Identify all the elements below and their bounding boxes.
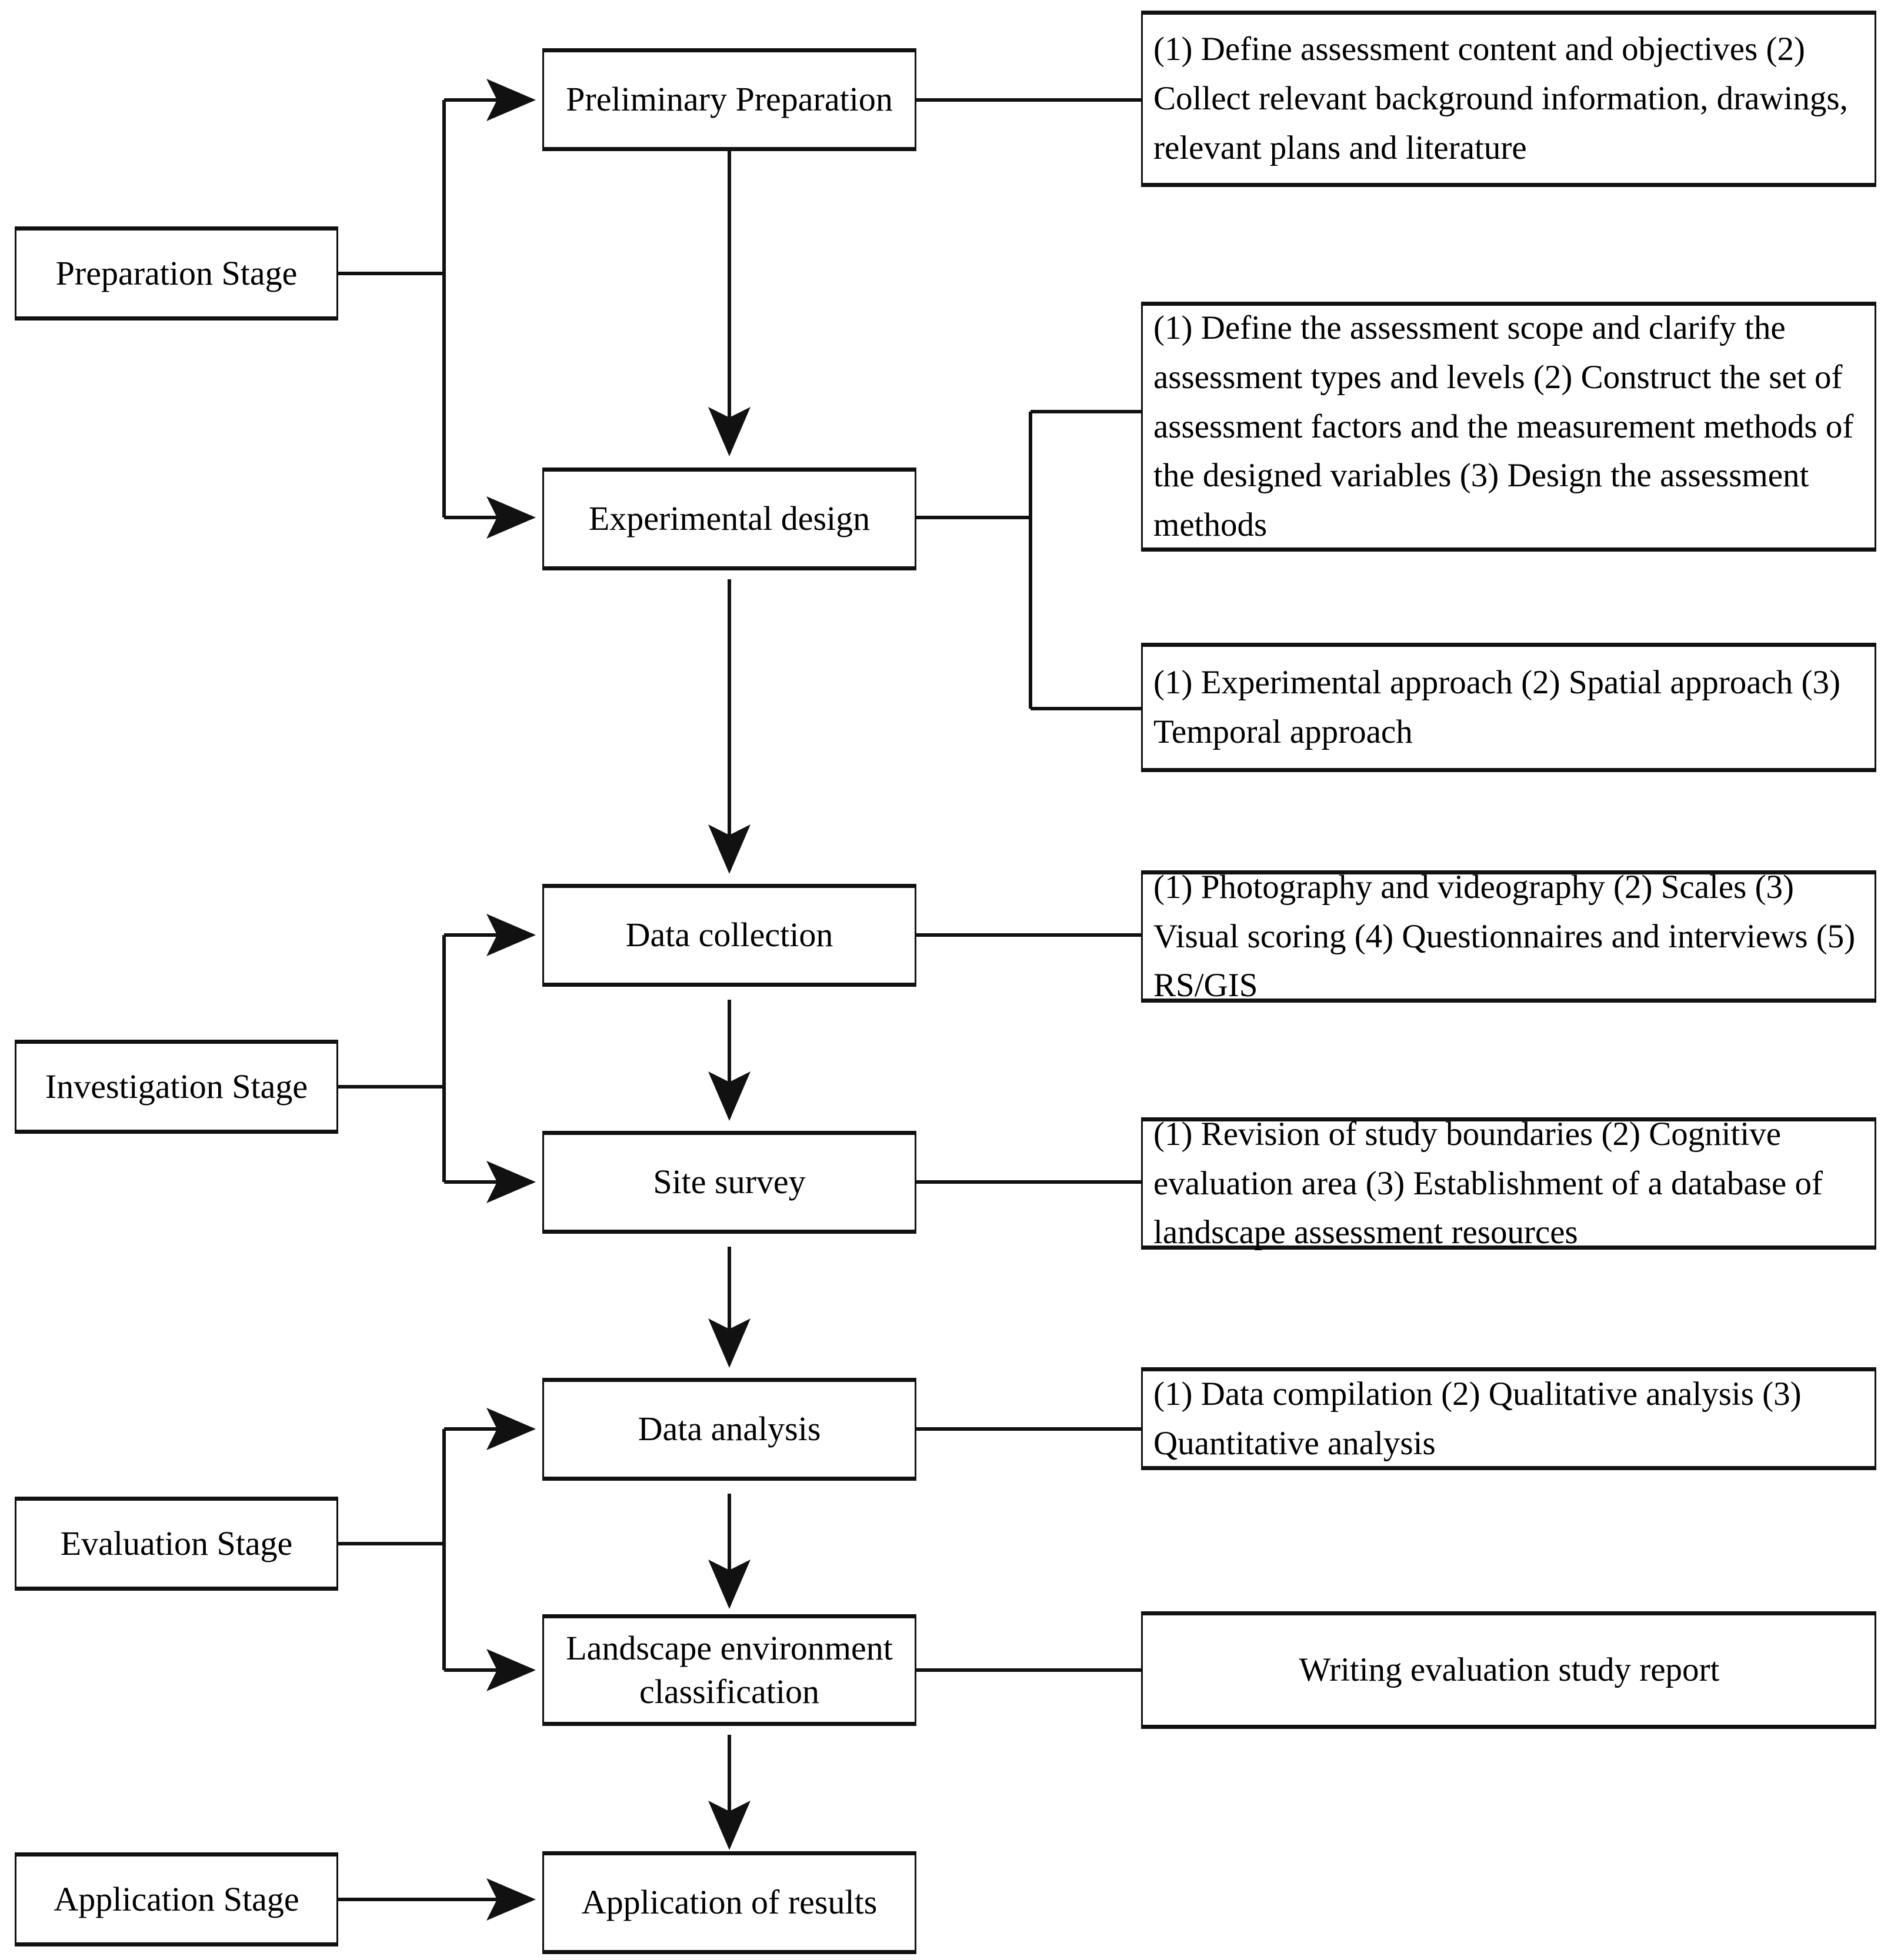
process-box-application-of-results[interactable]: Application of results — [542, 1851, 916, 1954]
process-label-site-survey: Site survey — [653, 1163, 806, 1201]
stage-box-application[interactable]: Application Stage — [15, 1852, 338, 1946]
process-label-data-analysis: Data analysis — [638, 1410, 821, 1448]
detail-box-data-collection[interactable]: (1) Photography and videography (2) Scal… — [1141, 869, 1876, 1004]
stage-label-evaluation: Evaluation Stage — [60, 1524, 293, 1562]
detail-text-experimental-design-approaches: (1) Experimental approach (2) Spatial ap… — [1153, 664, 1840, 750]
process-box-experimental-design[interactable]: Experimental design — [542, 468, 916, 570]
detail-box-report[interactable]: Writing evaluation study report — [1141, 1611, 1876, 1729]
detail-box-site-survey[interactable]: (1) Revision of study boundaries (2) Cog… — [1141, 1116, 1876, 1251]
stage-box-evaluation[interactable]: Evaluation Stage — [15, 1497, 338, 1591]
process-label-application-of-results: Application of results — [581, 1883, 878, 1922]
process-label-landscape-environment-classification: Landscape environment classification — [566, 1628, 893, 1711]
stage-label-investigation: Investigation Stage — [45, 1067, 308, 1106]
process-label-preliminary-preparation: Preliminary Preparation — [566, 80, 893, 119]
stage-label-application: Application Stage — [54, 1879, 299, 1918]
detail-box-experimental-design-approaches[interactable]: (1) Experimental approach (2) Spatial ap… — [1141, 643, 1876, 772]
process-box-site-survey[interactable]: Site survey — [542, 1131, 916, 1234]
process-box-preliminary-preparation[interactable]: Preliminary Preparation — [542, 48, 916, 151]
stage-box-preparation[interactable]: Preparation Stage — [15, 226, 338, 320]
process-box-landscape-environment-classification[interactable]: Landscape environment classification — [542, 1614, 916, 1726]
stage-box-investigation[interactable]: Investigation Stage — [15, 1040, 338, 1134]
process-box-data-analysis[interactable]: Data analysis — [542, 1378, 916, 1481]
process-label-data-collection: Data collection — [625, 916, 833, 954]
detail-text-preliminary-preparation: (1) Define assessment content and object… — [1153, 31, 1848, 166]
detail-box-data-analysis[interactable]: (1) Data compilation (2) Qualitative ana… — [1141, 1367, 1876, 1470]
process-box-data-collection[interactable]: Data collection — [542, 884, 916, 987]
detail-text-report: Writing evaluation study report — [1299, 1651, 1720, 1689]
detail-box-preliminary-preparation[interactable]: (1) Define assessment content and object… — [1141, 11, 1876, 187]
process-label-experimental-design: Experimental design — [588, 499, 871, 538]
detail-text-data-collection: (1) Photography and videography (2) Scal… — [1153, 868, 1856, 1004]
detail-text-experimental-design-methods: (1) Define the assessment scope and clar… — [1153, 309, 1854, 544]
detail-box-experimental-design-methods[interactable]: (1) Define the assessment scope and clar… — [1141, 302, 1876, 552]
detail-text-site-survey: (1) Revision of study boundaries (2) Cog… — [1153, 1115, 1823, 1251]
stage-label-preparation: Preparation Stage — [55, 253, 298, 292]
detail-text-data-analysis: (1) Data compilation (2) Qualitative ana… — [1153, 1375, 1802, 1462]
